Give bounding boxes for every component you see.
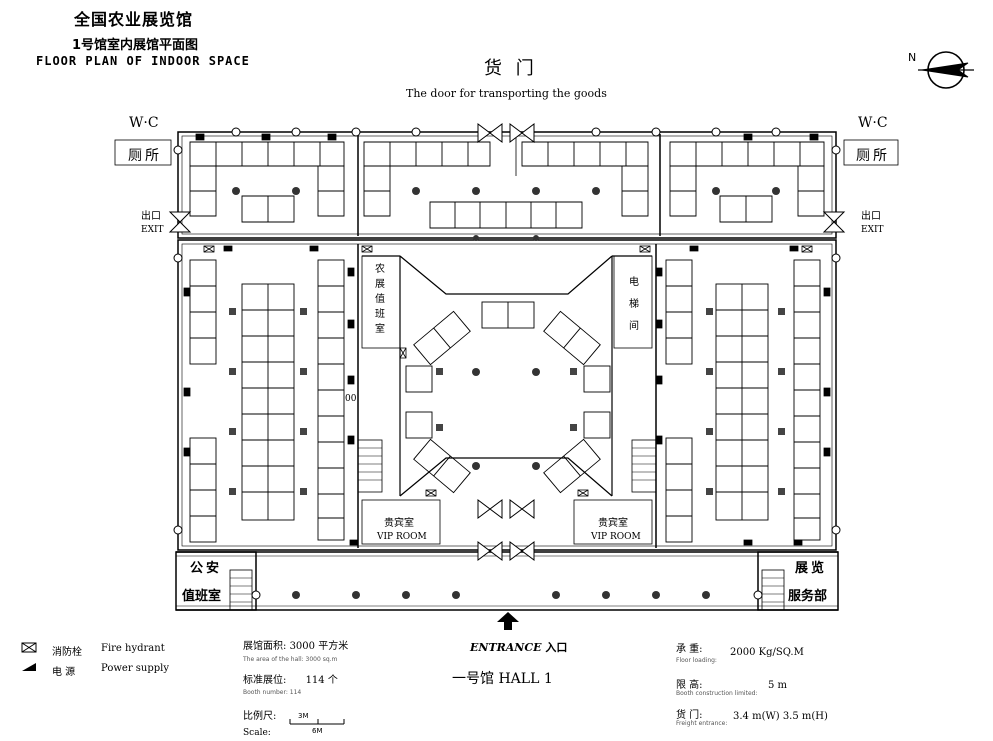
door-en: Freight entrance: bbox=[676, 720, 728, 727]
security-room-label-2: 值班室 bbox=[182, 589, 222, 604]
exhibit-service-label-1: 展览 bbox=[795, 561, 828, 576]
vip-room-right-en: VIP ROOM bbox=[591, 532, 641, 542]
duty-room-char: 班 bbox=[375, 309, 385, 320]
load-value: 2000 Kg/SQ.M bbox=[730, 647, 804, 658]
duty-room-label: 农 展 值 班 室 bbox=[375, 262, 385, 337]
hall-name: 一号馆 HALL 1 bbox=[452, 671, 553, 687]
hydrant-legend-icon bbox=[21, 642, 37, 653]
elevator-char: 间 bbox=[629, 321, 639, 332]
booth-en: Booth number: 114 bbox=[243, 689, 302, 696]
duty-room-char: 值 bbox=[375, 294, 385, 305]
goods-door-label-en: The door for transporting the goods bbox=[406, 87, 607, 100]
exit-label-en-right: EXIT bbox=[861, 225, 884, 235]
plan-subtitle-zh: 1号馆室内展馆平面图 bbox=[72, 38, 199, 53]
entrance-label-en: ENTRANCE bbox=[470, 641, 542, 654]
door-label: 货 门: bbox=[676, 710, 703, 721]
height-value: 5 m bbox=[768, 680, 788, 691]
wc-label-right: W·C bbox=[858, 115, 888, 131]
area-label: 展馆面积: bbox=[243, 641, 287, 652]
scale-label-en: Scale: bbox=[243, 728, 271, 738]
load-en: Floor loading: bbox=[676, 657, 717, 664]
duty-room-char: 室 bbox=[375, 324, 385, 335]
elevator-room-label: 电 梯 间 bbox=[629, 272, 639, 338]
exit-label-zh-left: 出口 bbox=[141, 211, 161, 222]
entrance-label: ENTRANCE 入口 bbox=[470, 639, 567, 655]
compass-north-label: N bbox=[908, 51, 917, 64]
duty-room-char: 展 bbox=[375, 279, 385, 290]
power-legend-icon bbox=[22, 663, 36, 671]
vip-room-left-zh: 贵宾室 bbox=[384, 518, 414, 529]
entrance-label-zh: 入口 bbox=[545, 641, 568, 654]
height-label: 限 高: bbox=[676, 680, 703, 691]
vip-room-left-en: VIP ROOM bbox=[377, 532, 427, 542]
exit-label-zh-right: 出口 bbox=[861, 211, 881, 222]
plan-subtitle-en: FLOOR PLAN OF INDOOR SPACE bbox=[36, 54, 250, 68]
compass-icon bbox=[918, 51, 974, 89]
duty-room-char: 农 bbox=[375, 264, 385, 275]
area-en: The area of the hall: 3000 sq.m bbox=[243, 656, 338, 663]
scale-label: 比例尺: bbox=[243, 711, 277, 722]
elevator-char: 梯 bbox=[629, 299, 639, 310]
wc-label-left: W·C bbox=[129, 115, 159, 131]
area-stat: 展馆面积: 3000 平方米 bbox=[243, 637, 348, 652]
booth-stat: 标准展位: 114 个 bbox=[243, 671, 338, 686]
area-value: 3000 平方米 bbox=[289, 641, 349, 652]
legend-power-zh: 电 源 bbox=[52, 667, 76, 678]
entrance-arrow-icon bbox=[497, 612, 519, 630]
legend-hydrant-en: Fire hydrant bbox=[101, 643, 165, 654]
load-label: 承 重: bbox=[676, 644, 703, 655]
vip-room-right-zh: 贵宾室 bbox=[598, 518, 628, 529]
exit-label-en-left: EXIT bbox=[141, 225, 164, 235]
stray-label: 00 bbox=[345, 394, 357, 404]
scale-6m: 6M bbox=[312, 727, 323, 735]
legend-power-en: Power supply bbox=[101, 663, 170, 674]
goods-door-label: 货 门 bbox=[484, 58, 538, 79]
booth-label: 标准展位: bbox=[243, 675, 287, 686]
toilet-label-right: 厕所 bbox=[856, 148, 890, 164]
page-title: 全国农业展览馆 bbox=[74, 10, 194, 29]
booth-value: 114 个 bbox=[305, 675, 338, 686]
exhibit-service-label-2: 服务部 bbox=[788, 589, 828, 604]
security-room-label-1: 公安 bbox=[190, 561, 223, 576]
door-value: 3.4 m(W) 3.5 m(H) bbox=[733, 711, 828, 722]
toilet-label-left: 厕所 bbox=[128, 148, 162, 164]
scale-3m: 3M bbox=[298, 712, 309, 720]
height-en: Booth construction limited: bbox=[676, 690, 758, 697]
legend-hydrant-zh: 消防栓 bbox=[52, 647, 82, 658]
elevator-char: 电 bbox=[629, 277, 639, 288]
scale-bar bbox=[289, 719, 345, 725]
